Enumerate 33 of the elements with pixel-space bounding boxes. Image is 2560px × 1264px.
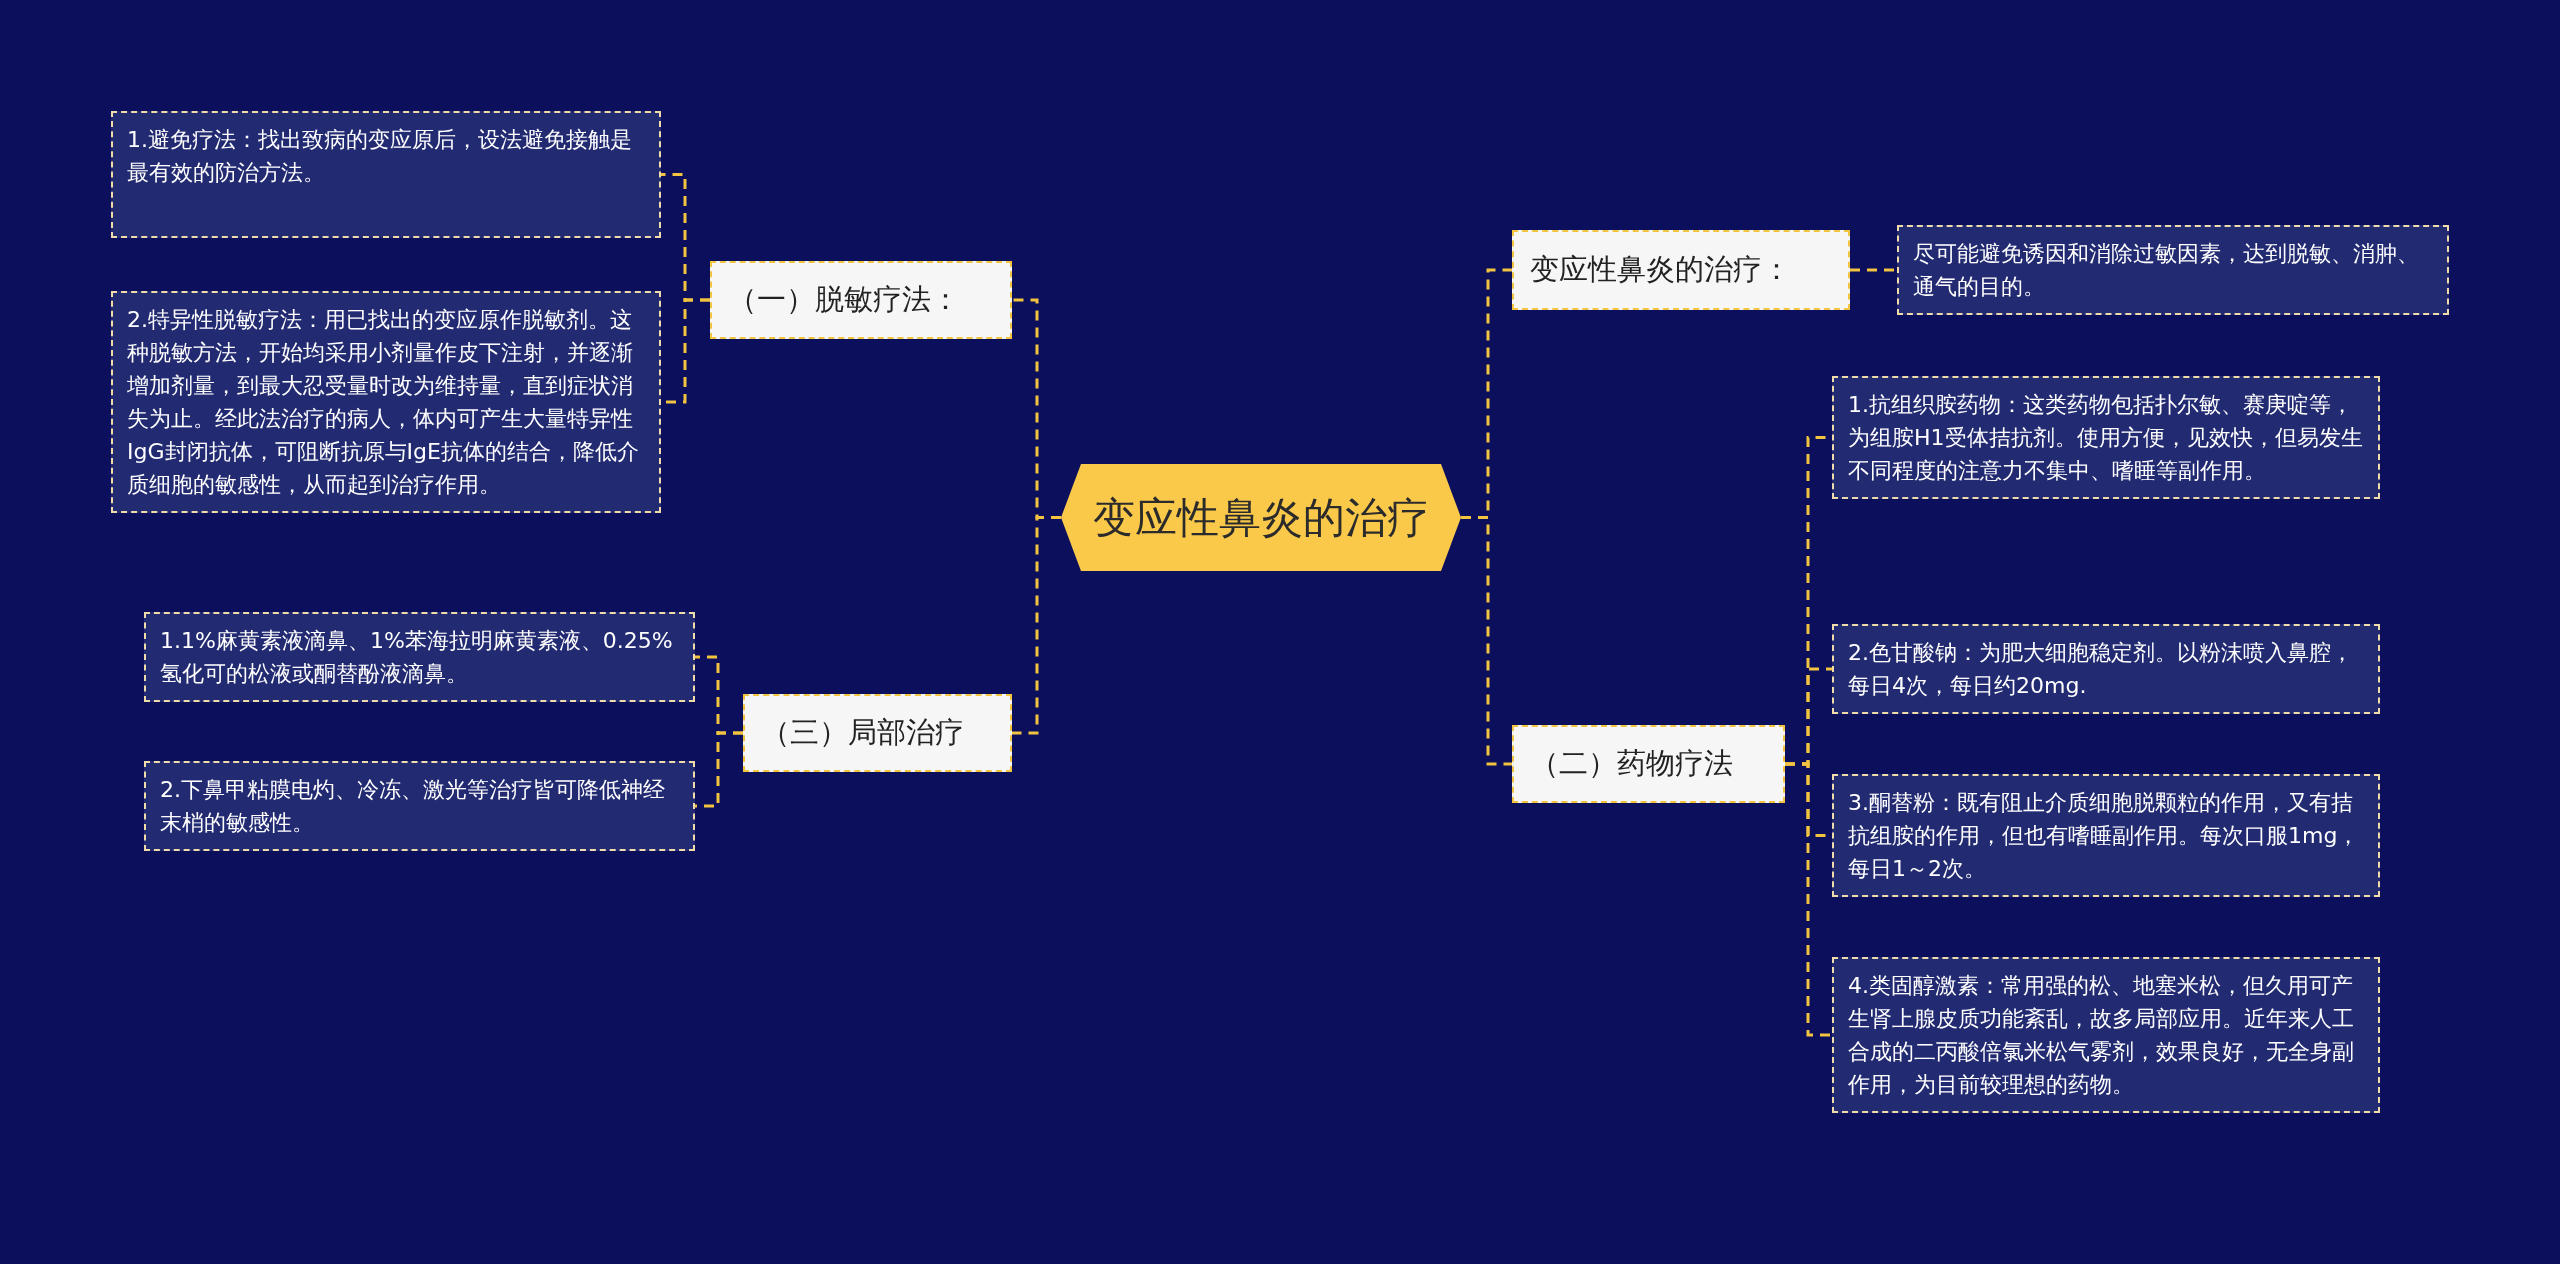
topic-text: （二）药物疗法 — [1530, 745, 1733, 782]
detail-box — [111, 291, 661, 513]
branch-topic — [710, 261, 1012, 339]
detail-box — [1897, 225, 2449, 315]
connector-line — [1012, 516, 1061, 735]
branch-topic — [1512, 725, 1785, 803]
detail-text: 1.抗组织胺药物：这类药物包括扑尔敏、赛庚啶等，为组胺H1受体拮抗剂。使用方便，见效快，但易发生不同程度的注意力不集中、嗜睡等副作用。 — [1848, 392, 2363, 483]
detail-text: 1.1%麻黄素液滴鼻、1%苯海拉明麻黄素液、0.25%氢化可的松液或酮替酚液滴鼻。 — [160, 628, 673, 686]
connector-line — [1461, 516, 1512, 766]
detail-box — [144, 612, 695, 702]
detail-text: 2.特异性脱敏疗法：用已找出的变应原作脱敏剂。这种脱敏方法，开始均采用小剂量作皮下注射，并逐渐增加剂量，到最大忍受量时改为维持量，直到症状消失为止。经此法治疗的病人，体内可产生大量特异性IgG封闭抗体，可阻断抗原与IgE抗体的结合，降低介质细胞的敏感性，从而起到治疗作用。 — [127, 307, 639, 497]
detail-box — [111, 111, 661, 238]
detail-box — [1832, 376, 2380, 499]
detail-box — [1832, 624, 2380, 714]
topic-text: （三）局部治疗 — [761, 714, 964, 751]
detail-box — [1832, 957, 2380, 1113]
topic-text: 变应性鼻炎的治疗 — [1093, 491, 1429, 544]
branch-topic — [1512, 230, 1850, 310]
detail-box — [144, 761, 695, 851]
connector-line — [1850, 268, 1897, 272]
detail-box — [1832, 774, 2380, 897]
topic-text: （一）脱敏疗法： — [728, 281, 960, 318]
branch-topic — [743, 694, 1012, 772]
detail-text: 2.色甘酸钠：为肥大细胞稳定剂。以粉沫喷入鼻腔，每日4次，每日约20mg. — [1848, 640, 2353, 698]
connector-line — [695, 731, 743, 808]
detail-text: 2.下鼻甲粘膜电灼、冷冻、激光等治疗皆可降低神经末梢的敏感性。 — [160, 777, 665, 835]
detail-text: 1.避免疗法：找出致病的变应原后，设法避免接触是最有效的防治方法。 — [127, 127, 632, 185]
hexagon-topic — [1061, 464, 1461, 571]
detail-text: 3.酮替粉：既有阻止介质细胞脱颗粒的作用，又有拮抗组胺的作用，但也有嗜睡副作用。每次口服1mg，每日1～2次。 — [1848, 790, 2360, 881]
connector-line — [1785, 762, 1832, 1037]
detail-text: 4.类固醇激素：常用强的松、地塞米松，但久用可产生肾上腺皮质功能紊乱，故多局部应用。近年来人工合成的二丙酸倍氯米松气雾剂，效果良好，无全身副作用，为目前较理想的药物。 — [1848, 973, 2354, 1097]
detail-text: 尽可能避免诱因和消除过敏因素，达到脱敏、消肿、通气的目的。 — [1913, 241, 2419, 299]
topic-text: 变应性鼻炎的治疗： — [1530, 251, 1791, 288]
